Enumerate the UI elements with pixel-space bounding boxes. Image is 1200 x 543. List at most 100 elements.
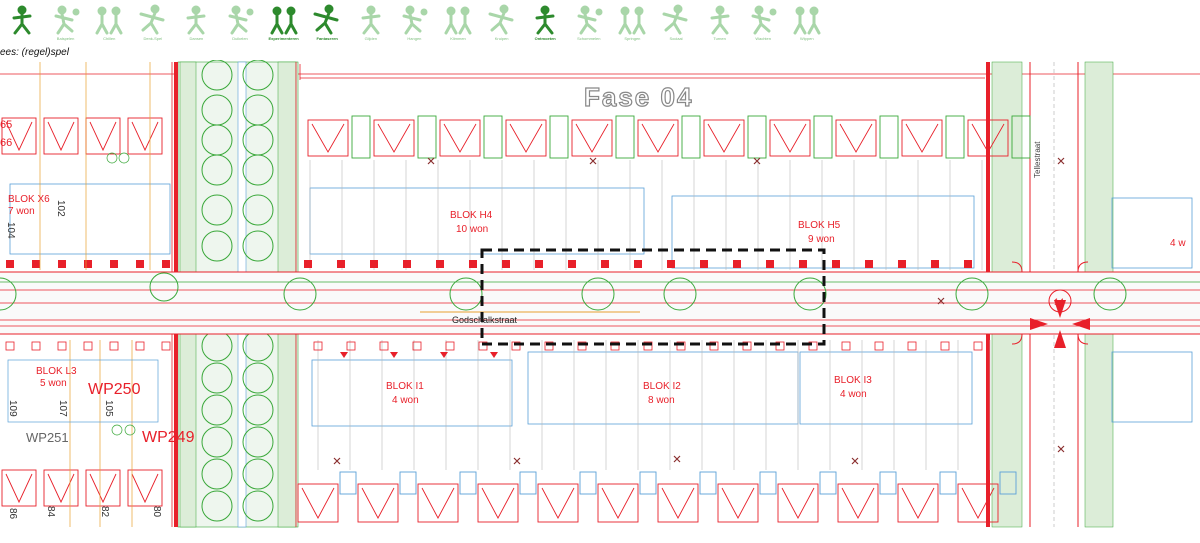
play-type-16-icon[interactable]: Sociaal xyxy=(656,4,696,44)
selection-caption: ees: (regel)spel xyxy=(0,47,69,58)
house-garden xyxy=(639,471,657,495)
play-type-5-icon[interactable]: Dansen xyxy=(176,4,216,44)
block-h4-units: 10 won xyxy=(456,224,488,235)
curb-marker xyxy=(32,260,40,268)
curb-marker xyxy=(940,341,950,351)
site-plan-map[interactable]: Fase 04 Godschalkstraat Tellestraat 14 B… xyxy=(0,60,1200,543)
toolbar-icon-label: Balspelen xyxy=(56,37,75,41)
house-garden xyxy=(399,471,417,495)
house-roof-mark xyxy=(481,487,515,519)
play-type-7-icon[interactable]: Experimenteren xyxy=(264,4,304,44)
plot-wp249: WP249 xyxy=(142,429,195,446)
house-garden xyxy=(879,115,899,159)
play-type-8-icon[interactable]: Fantaseren xyxy=(307,4,347,44)
play-type-19-icon[interactable]: Wippen xyxy=(787,4,827,44)
house-number-102: 102 xyxy=(55,200,66,217)
curb-marker xyxy=(808,341,818,351)
play-type-15-icon[interactable]: Springen xyxy=(612,4,652,44)
curb-marker xyxy=(601,260,609,268)
house-garden xyxy=(945,115,965,159)
house-front xyxy=(307,119,349,157)
curb-marker xyxy=(109,341,119,351)
play-type-4-icon[interactable]: Denk-Spel xyxy=(133,4,173,44)
house-front xyxy=(957,483,999,523)
house-roof-mark xyxy=(377,123,411,153)
toolbar-icon-label: Springen xyxy=(624,37,641,41)
curb-marker xyxy=(775,341,785,351)
play-type-13-icon[interactable]: Ontmoeten xyxy=(525,4,565,44)
play-type-2-icon[interactable]: Balspelen xyxy=(46,4,86,44)
toolbar-icon-label: Kruipen xyxy=(494,37,509,41)
house-roof-mark xyxy=(971,123,1005,153)
play-type-1-icon[interactable] xyxy=(2,4,42,44)
house-roof-mark xyxy=(661,487,695,519)
toolbar-icon-label: Hangen xyxy=(407,37,422,41)
block-h5-units: 9 won xyxy=(808,234,835,245)
house-front xyxy=(1,469,37,507)
curb-marker xyxy=(610,341,620,351)
curb-marker xyxy=(135,341,145,351)
house-garden xyxy=(459,471,477,495)
play-type-17-icon[interactable]: Turnen xyxy=(700,4,740,44)
house-front xyxy=(43,117,79,155)
house-number-82: 82 xyxy=(99,506,110,518)
crossing xyxy=(1011,261,1090,348)
house-roof-mark xyxy=(89,473,117,504)
curb-marker xyxy=(58,260,66,268)
house-roof-mark xyxy=(721,487,755,519)
lamp-markers xyxy=(333,157,1065,465)
play-type-12-icon[interactable]: Kruipen xyxy=(482,4,522,44)
play-type-10-icon[interactable]: Hangen xyxy=(394,4,434,44)
play-type-3-icon[interactable]: Chillen xyxy=(89,4,129,44)
block-i3-label: BLOK I3 xyxy=(834,375,872,386)
row-top-houses xyxy=(307,115,1031,159)
house-garden xyxy=(549,115,569,159)
curb-marker xyxy=(667,260,675,268)
toolbar-icon-label: Schommelen xyxy=(577,37,601,41)
house-garden xyxy=(879,471,897,495)
house-number-84: 84 xyxy=(45,506,56,518)
house-number-86: 86 xyxy=(7,508,18,520)
house-roof-mark xyxy=(541,487,575,519)
block-i2-units: 8 won xyxy=(648,395,675,406)
house-front xyxy=(127,469,163,507)
block-i1-label: BLOK I1 xyxy=(386,381,424,392)
house-number-104: 104 xyxy=(5,222,16,239)
curb-marker xyxy=(841,341,851,351)
house-front xyxy=(837,483,879,523)
curb-marker xyxy=(136,260,144,268)
curb-marker xyxy=(412,341,422,351)
left-plot-detail xyxy=(7,62,159,527)
street-trees xyxy=(0,272,1127,311)
house-front xyxy=(357,483,399,523)
house-front xyxy=(901,119,943,157)
play-type-6-icon[interactable]: Duikelen xyxy=(220,4,260,44)
curb-marker xyxy=(337,260,345,268)
curb-marker xyxy=(577,341,587,351)
house-garden xyxy=(747,115,767,159)
curb-marker xyxy=(898,260,906,268)
toolbar-icon-label: Wachten xyxy=(755,37,771,41)
toolbar-icon-label: Experimenteren xyxy=(268,37,299,41)
house-garden xyxy=(819,471,837,495)
toolbar-icon-label: Turnen xyxy=(713,37,726,41)
house-front xyxy=(657,483,699,523)
play-type-11-icon[interactable]: Klimmen xyxy=(438,4,478,44)
curb-marker xyxy=(931,260,939,268)
house-number-80: 80 xyxy=(151,506,162,518)
curb-marker xyxy=(907,341,917,351)
toolbar-icon-label: Klimmen xyxy=(450,37,466,41)
house-roof-mark xyxy=(839,123,873,153)
curb-marker xyxy=(304,260,312,268)
house-roof-mark xyxy=(773,123,807,153)
play-type-18-icon[interactable]: Wachten xyxy=(743,4,783,44)
block-x6-units: 7 won xyxy=(8,206,35,217)
street-name: Godschalkstraat xyxy=(452,315,518,325)
play-type-14-icon[interactable]: Schommelen xyxy=(569,4,609,44)
house-front xyxy=(477,483,519,523)
curb-marker xyxy=(700,260,708,268)
block-l3-units: 5 won xyxy=(40,378,67,389)
house-roof-mark xyxy=(575,123,609,153)
plot-number-65: 65 xyxy=(0,119,12,131)
play-type-9-icon[interactable]: Glijden xyxy=(351,4,391,44)
